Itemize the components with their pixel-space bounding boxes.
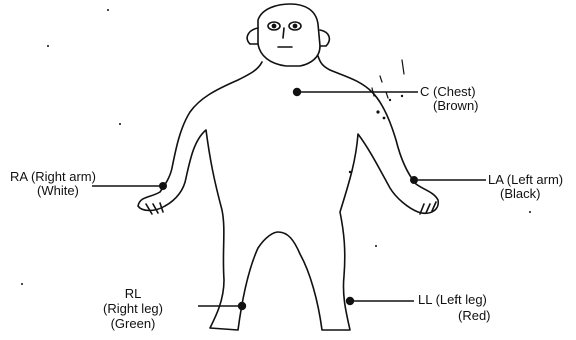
chest-color-label: (Brown): [433, 98, 479, 113]
chest-label: C (Chest): [420, 84, 476, 99]
left-leg-label-name: LL (Left leg): [418, 292, 487, 307]
left-arm-label: LA (Left arm): [488, 172, 563, 187]
left-leg-label: LL (Left leg): [418, 292, 487, 307]
right-leg-label-color: (Green): [90, 316, 176, 331]
right-ear: [320, 30, 329, 46]
nose: [283, 28, 284, 38]
right-arm-label-color: (White): [37, 183, 79, 198]
chest-label-color: (Brown): [433, 98, 479, 113]
left-leg-label-color: (Red): [458, 308, 491, 323]
left-arm-label-color: (Black): [500, 186, 540, 201]
right-leg-label-name: (Right leg): [90, 301, 176, 316]
right-arm-electrode-dot: [159, 182, 167, 190]
chest-label-name: C (Chest): [420, 84, 476, 99]
chest-electrode-dot: [293, 88, 301, 96]
right-leg-electrode-dot: [238, 302, 246, 310]
right-arm-color-label: (White): [37, 183, 79, 198]
left-leg-color-label: (Red): [458, 308, 491, 323]
left-leg-electrode-dot: [346, 297, 354, 305]
body-outline: [138, 56, 438, 330]
right-arm-label-name: RA (Right arm): [10, 169, 96, 184]
head-outline: [258, 4, 320, 66]
left-ear: [247, 28, 258, 44]
left-arm-label-name: LA (Left arm): [488, 172, 563, 187]
right-leg-label-code: RL: [90, 286, 176, 301]
left-arm-electrode-dot: [410, 176, 418, 184]
right-leg-label: RL (Right leg) (Green): [90, 286, 176, 331]
left-arm-color-label: (Black): [500, 186, 540, 201]
right-arm-label: RA (Right arm): [10, 169, 96, 184]
